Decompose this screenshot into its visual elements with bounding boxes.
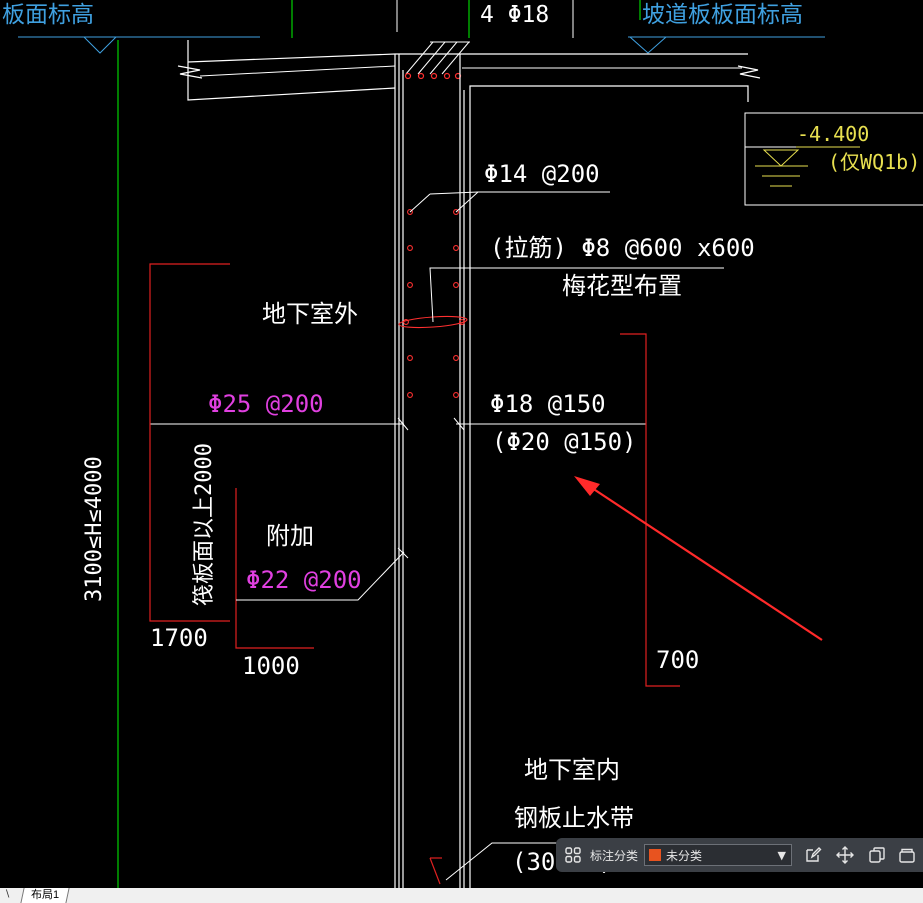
tie-bar-leader (429, 267, 724, 323)
move-icon[interactable] (834, 844, 856, 866)
wall-outline (394, 53, 471, 888)
top-right-elevation-label: 坡道板板面标高 (642, 2, 803, 28)
waterstop-label: 钢板止水带 (514, 804, 634, 832)
inner-rebar-label: Φ18 @150 (490, 390, 606, 418)
slab-left-top (187, 53, 396, 63)
category-label: 标注分类 (590, 848, 639, 863)
height-range-label: 3100≤H≤4000 (82, 456, 107, 602)
chevron-down-icon: ▼ (777, 848, 787, 862)
tie-bar-layout: 梅花型布置 (562, 272, 682, 300)
grid-icon[interactable] (562, 844, 584, 866)
top-left-elevation-label: 板面标高 (2, 2, 94, 28)
inside-label: 地下室内 (524, 756, 620, 784)
dimension-1700: 1700 (150, 624, 208, 652)
layout-tab-bar (0, 888, 923, 903)
additional-bar-extent (235, 488, 314, 649)
additional-rebar-label: Φ22 @200 (246, 566, 362, 594)
stack-icon[interactable] (896, 844, 918, 866)
raft-note-label: 筏板面以上2000 (192, 443, 217, 606)
phi14-label: Φ14 @200 (484, 160, 600, 188)
tab-layout1[interactable]: 布局1 (20, 888, 70, 903)
outside-label: 地下室外 (262, 300, 358, 328)
phi14-leader-join (429, 191, 479, 195)
additional-label: 附加 (266, 522, 314, 550)
top-bars-label: 4 Φ18 (480, 2, 550, 28)
dimension-700: 700 (656, 646, 700, 674)
tab-layout1-label: 布局1 (31, 889, 60, 901)
tie-bar-label: (拉筋) Φ8 @600 x600 (490, 234, 755, 262)
edit-icon[interactable] (802, 844, 824, 866)
top-bars-leaders (405, 41, 470, 75)
phi14-leader-left (409, 193, 431, 213)
top-bars (404, 72, 462, 80)
dimension-1000: 1000 (242, 652, 300, 680)
inner-rebar-alt-label: (Φ20 @150) (492, 428, 637, 456)
slab-left-break (177, 65, 203, 79)
category-color-swatch (649, 849, 662, 861)
inner-bar-extent (620, 333, 680, 687)
wall-rebar-dots (407, 209, 459, 398)
elevation-triangle-icon (762, 149, 800, 167)
elevation-marker-left (83, 36, 117, 54)
slab-right-bottom (469, 85, 749, 102)
category-dropdown[interactable]: 未分类 ▼ (644, 844, 793, 866)
outer-bar-extent (149, 263, 230, 622)
waterstop-mark (429, 857, 441, 885)
category-value: 未分类 (666, 848, 703, 863)
slab-right-break (737, 65, 761, 79)
annotation-arrow-line (585, 483, 823, 641)
outer-rebar-label: Φ25 @200 (208, 390, 324, 418)
elevation-box (744, 112, 923, 206)
annotation-toolbar: 标注分类 未分类 ▼ (556, 838, 923, 872)
copy-icon[interactable] (866, 844, 888, 866)
elevation-note: (仅WQ1b) (828, 150, 921, 174)
additional-leader (236, 551, 405, 601)
elevation-value: -4.400 (797, 122, 870, 146)
inner-rebar-tick (453, 417, 465, 431)
outer-rebar-tick (397, 417, 409, 431)
annotation-arrow-head (574, 476, 600, 496)
tab-scroll-icon[interactable]: ∖ (4, 889, 11, 900)
phi14-leader (455, 191, 610, 213)
additional-tick (397, 547, 409, 559)
elevation-marker-right (629, 36, 667, 54)
slab-left-outline (187, 40, 396, 101)
slab-left-rebar (199, 65, 396, 77)
